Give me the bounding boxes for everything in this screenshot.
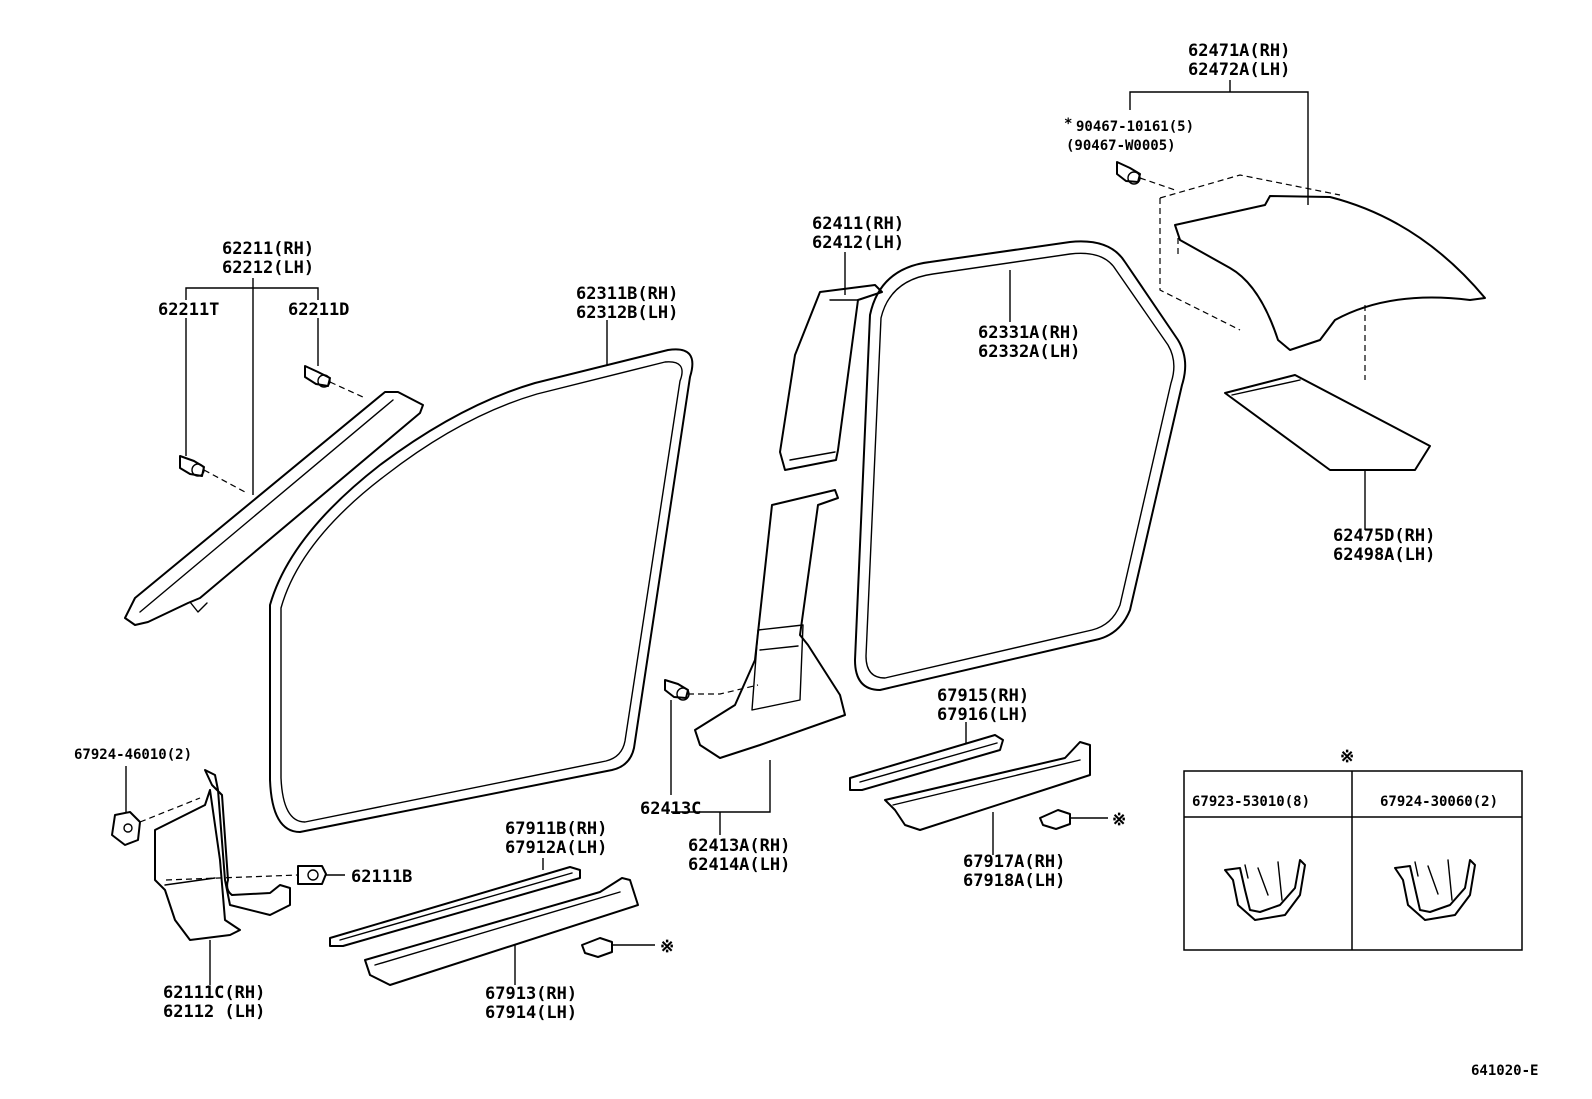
clip-67923-drawing — [1224, 859, 1306, 921]
label-62211: 62211(RH) — [222, 239, 314, 259]
b-pillar-lower-garnish — [694, 489, 846, 759]
label-62211t: 62211T — [158, 300, 219, 320]
leader-lines — [125, 80, 1366, 985]
clip-67924-46010 — [111, 811, 141, 846]
label-67918a: 67918A(LH) — [963, 871, 1065, 891]
label-62414a: 62414A(LH) — [688, 855, 790, 875]
label-67912a: 67912A(LH) — [505, 838, 607, 858]
front-scuff-plate — [329, 866, 581, 947]
front-door-weatherstrip — [269, 348, 694, 833]
label-62211d: 62211D — [288, 300, 349, 320]
label-90467-10161: 90467-10161(5) — [1076, 119, 1194, 135]
label-67916: 67916(LH) — [937, 705, 1029, 725]
step-clip-front — [581, 937, 613, 958]
cowl-side-trim — [154, 769, 291, 941]
label-62471a: 62471A(RH) — [1188, 41, 1290, 61]
clip-detail-box — [1183, 770, 1523, 951]
a-pillar-garnish — [124, 391, 424, 626]
clip-62413c — [664, 679, 690, 701]
clip-62211d — [304, 365, 331, 388]
label-62311b: 62311B(RH) — [576, 284, 678, 304]
label-62212: 62212(LH) — [222, 258, 314, 278]
package-tray-panel — [1224, 374, 1431, 471]
clip-90467 — [1116, 161, 1141, 185]
label-62111c: 62111C(RH) — [163, 983, 265, 1003]
star-mark: * — [1064, 116, 1072, 132]
front-step-plate — [364, 877, 639, 986]
label-67917a: 67917A(RH) — [963, 852, 1065, 872]
label-62475d: 62475D(RH) — [1333, 526, 1435, 546]
label-67923-53010: 67923-53010(8) — [1192, 794, 1310, 810]
diagram-code: 641020-E — [1471, 1063, 1538, 1079]
label-62112: 62112 (LH) — [163, 1002, 265, 1022]
label-62413c: 62413C — [640, 799, 701, 819]
b-pillar-upper-garnish — [779, 284, 883, 471]
clip-62111b — [297, 865, 327, 885]
label-62413a: 62413A(RH) — [688, 836, 790, 856]
note-mark-box: ※ — [1340, 747, 1354, 767]
label-62332a: 62332A(LH) — [978, 342, 1080, 362]
label-90467-w0005: (90467-W0005) — [1066, 138, 1176, 154]
clip-62211t — [179, 455, 205, 477]
rear-step-plate — [884, 741, 1091, 831]
label-67924-30060: 67924-30060(2) — [1380, 794, 1498, 810]
rear-scuff-plate — [849, 734, 1004, 791]
label-62498a: 62498A(LH) — [1333, 545, 1435, 565]
label-67915: 67915(RH) — [937, 686, 1029, 706]
note-mark-rear: ※ — [1112, 810, 1126, 830]
step-clip-rear — [1039, 809, 1071, 830]
label-67914: 67914(LH) — [485, 1003, 577, 1023]
label-62472a: 62472A(LH) — [1188, 60, 1290, 80]
rear-door-weatherstrip — [854, 240, 1187, 691]
label-62411: 62411(RH) — [812, 214, 904, 234]
clip-67924-drawing — [1394, 859, 1476, 921]
note-mark-front: ※ — [660, 937, 674, 957]
label-62412: 62412(LH) — [812, 233, 904, 253]
package-tray-trim — [1159, 174, 1486, 380]
label-67911b: 67911B(RH) — [505, 819, 607, 839]
label-67913: 67913(RH) — [485, 984, 577, 1004]
label-67924-46010: 67924-46010(2) — [74, 747, 192, 763]
label-62312b: 62312B(LH) — [576, 303, 678, 323]
label-62111b: 62111B — [351, 867, 412, 887]
label-62331a: 62331A(RH) — [978, 323, 1080, 343]
